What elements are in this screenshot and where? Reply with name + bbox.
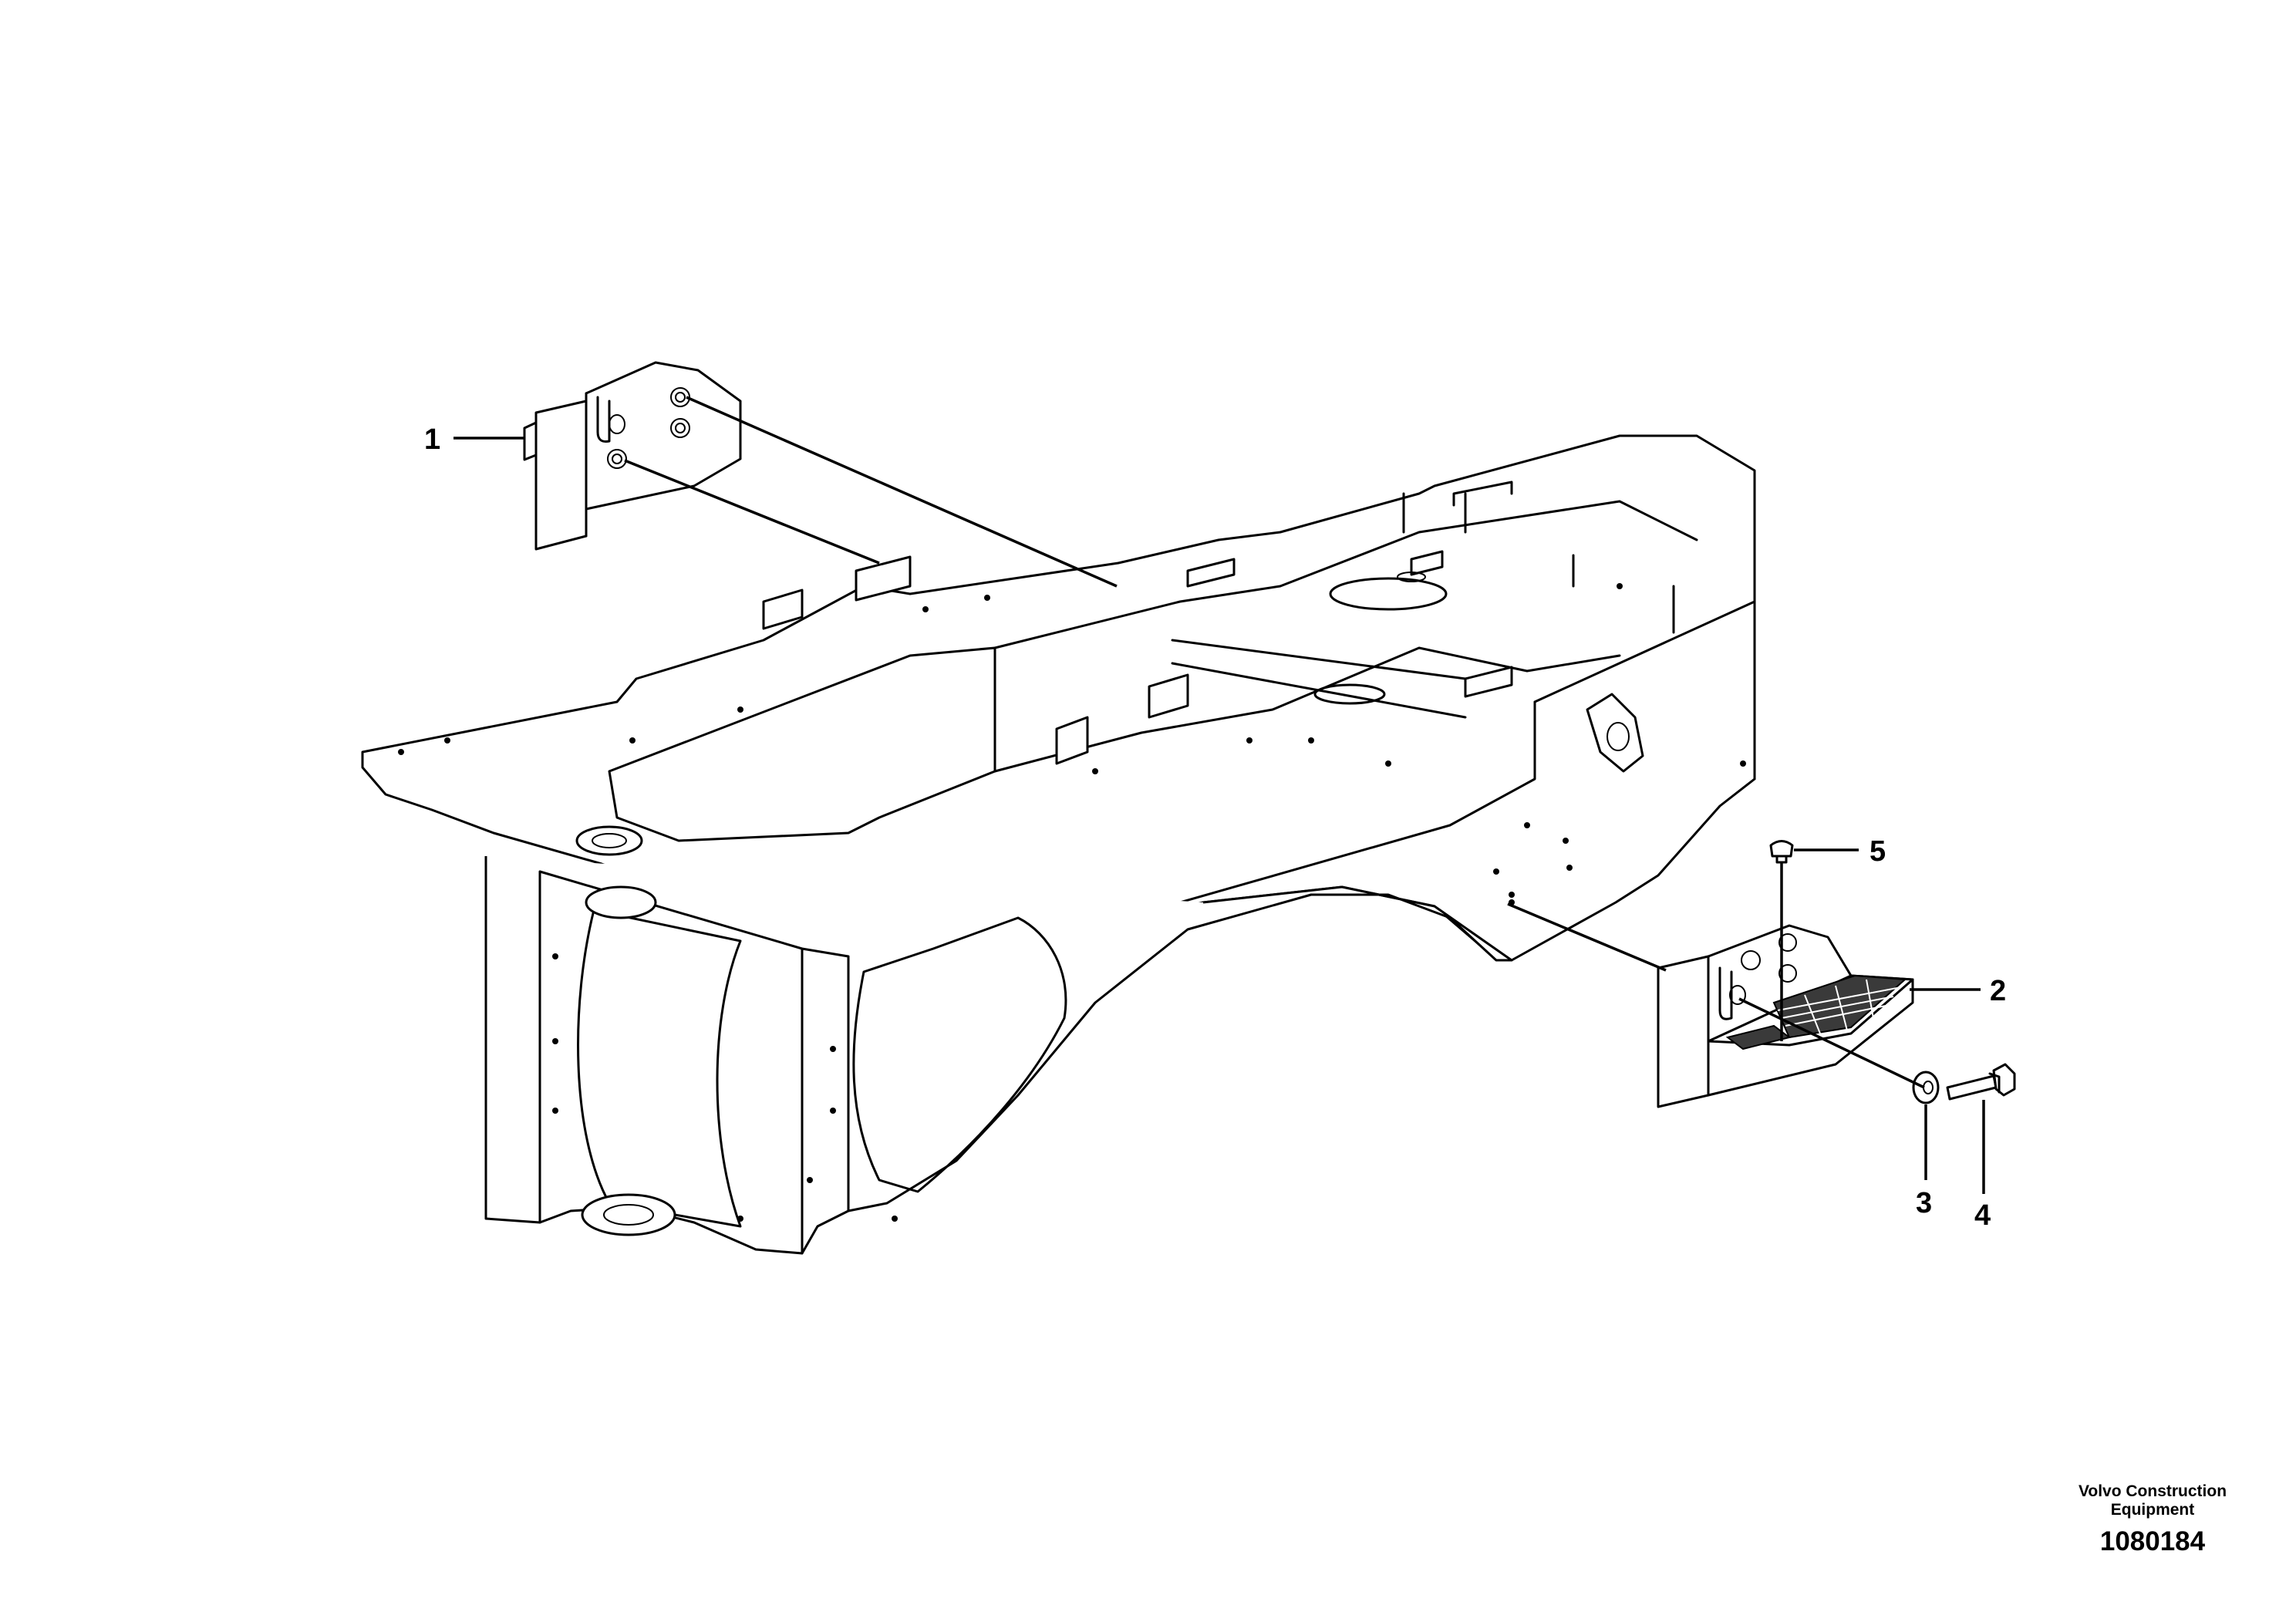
- brand-line-1: Volvo Construction: [2078, 1482, 2227, 1500]
- frame-bolt-holes: [398, 583, 1746, 1222]
- drawing-stamp: Volvo Construction Equipment 1080184: [2052, 1482, 2253, 1558]
- frame-top-blocks: [762, 550, 1513, 765]
- frame-rear-uprights: [1402, 481, 1675, 634]
- brand-line-2: Equipment: [2110, 1501, 2195, 1519]
- frame-window-right: [852, 916, 1067, 1193]
- frame-window-left: [577, 909, 742, 1228]
- part-4-bolt: [1946, 1063, 2016, 1101]
- callout-leaders: [453, 437, 1985, 1194]
- callout-2: 2: [1990, 975, 2006, 1007]
- part-3-washer: [1912, 1071, 1940, 1104]
- part-1-step-bracket: [523, 361, 742, 551]
- frame-center-rails: [993, 500, 1698, 773]
- frame-lifting-eye: [1586, 693, 1644, 773]
- callout-4: 4: [1974, 1199, 1991, 1232]
- frame-deck-opening: [608, 646, 996, 842]
- machine-frame: [361, 434, 1756, 1255]
- frame-bosses: [575, 572, 1448, 1236]
- tread-grid: [1725, 974, 1907, 1050]
- callout-labels: 1 5 2 3 4: [424, 423, 2006, 1232]
- assembly-lines: [624, 396, 1925, 1089]
- frame-front-edges: [538, 870, 850, 1255]
- callout-5: 5: [1870, 835, 1886, 868]
- part-2-step-with-tread: [1657, 924, 1914, 1108]
- part-5-screw: [1769, 840, 1794, 864]
- drawing-number: 1080184: [2099, 1526, 2206, 1556]
- callout-1: 1: [424, 423, 440, 456]
- frame-side-wall: [1124, 600, 1756, 919]
- callout-3: 3: [1916, 1187, 1932, 1219]
